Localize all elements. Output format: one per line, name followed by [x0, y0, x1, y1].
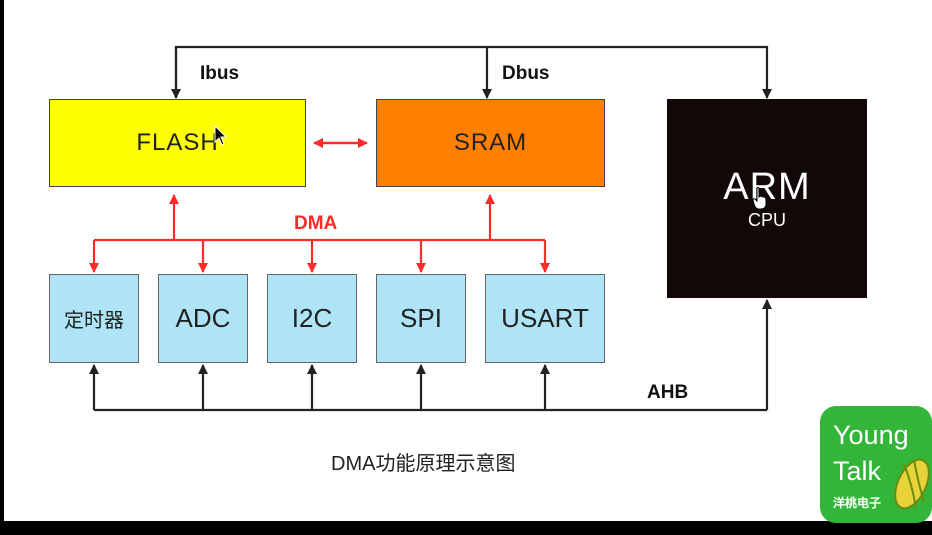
arm-cpu-block: ARM CPU — [667, 99, 867, 298]
mouse-pointer-icon — [214, 125, 228, 146]
system-bus-lines — [171, 45, 772, 99]
ibus-label: Ibus — [200, 63, 240, 84]
peripheral-spi: SPI — [376, 274, 466, 363]
ahb-bus-lines — [89, 299, 772, 412]
flash-block: FLASH — [49, 99, 306, 187]
dma-label: DMA — [294, 213, 338, 234]
ibus-line — [174, 45, 772, 99]
peripheral-label: I2C — [291, 303, 333, 333]
peripheral-usart: USART — [485, 274, 605, 363]
diagram-caption: DMA功能原理示意图 — [331, 453, 516, 475]
sram-block: SRAM — [376, 99, 605, 187]
dma-lines — [89, 138, 550, 273]
flash-label: FLASH — [136, 129, 219, 156]
peripheral-i2c: I2C — [267, 274, 357, 363]
hand-pointer-icon — [752, 187, 767, 210]
carambola-fruit-icon — [894, 458, 930, 510]
peripheral-timer: 定时器 — [49, 274, 139, 363]
peripheral-label: USART — [501, 303, 589, 333]
young-talk-logo: Young Talk 洋桃电子 — [820, 406, 932, 523]
peripheral-label: 定时器 — [64, 310, 124, 332]
ahb-label: AHB — [647, 382, 689, 403]
logo-chinese-name: 洋桃电子 — [833, 496, 882, 510]
logo-word-young: Young — [833, 420, 909, 450]
dbus-label: Dbus — [502, 63, 550, 84]
sram-label: SRAM — [453, 129, 528, 156]
peripheral-adc: ADC — [158, 274, 248, 363]
peripheral-label: ADC — [175, 303, 231, 333]
logo-word-talk: Talk — [833, 456, 882, 486]
cpu-sub-label: CPU — [747, 209, 786, 230]
peripheral-label: SPI — [400, 303, 442, 333]
